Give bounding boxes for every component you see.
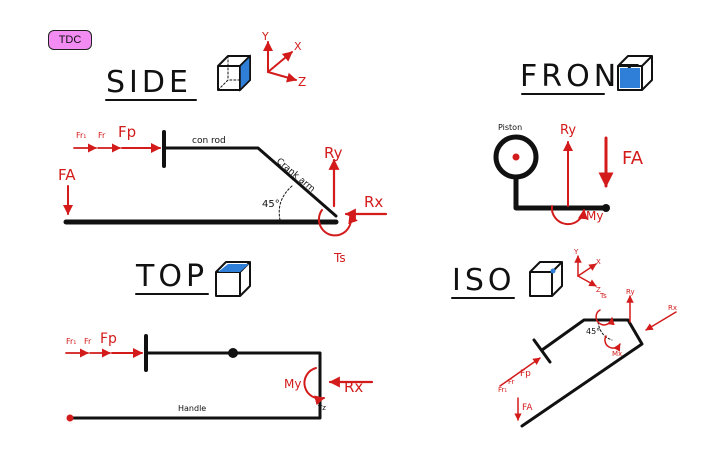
front-crank-end [602,204,610,212]
iso-axis-x-label: X [596,258,601,266]
iso-axis-z-label: Z [596,286,601,294]
front-moment-arc [550,205,588,226]
top-handle-end [66,414,74,422]
top-cube-icon [215,261,251,297]
top-my-label: My [284,377,301,391]
iso-rx-label: Rx [668,304,677,312]
side-axis-y-label: Y [261,30,269,43]
iso-angle-arc [597,321,613,341]
iso-moment-arc [604,335,621,352]
iso-fr1-label: Fr₁ [498,386,507,394]
iso-fp-label: Fp [520,369,531,379]
side-angle-label: 45° [262,199,280,210]
side-fr2-label: Fr [98,131,106,140]
side-angle-arc [278,185,293,221]
iso-linkage [520,318,644,428]
top-title: TOP [135,259,208,294]
side-fr1-label: Fr₁ [76,131,87,140]
top-fr1-label: Fr₁ [66,337,77,346]
iso-cube-icon [529,261,563,297]
side-axes-icon: Y X Z [261,30,306,89]
front-ry-label: Ry [560,123,576,138]
iso-mx-label: Mx [612,350,622,358]
iso-axes-icon: Y X Z [573,248,601,294]
front-my-label: My [586,209,603,223]
iso-fa-label: FA [522,403,533,413]
top-view: TOP Handle Fr₁ Fr Fp Rx My Tz [65,259,374,422]
front-piston-label: Piston [498,123,522,132]
side-axis-z-label: Z [298,75,306,89]
side-ts-label: Ts [333,251,346,265]
top-fr2-label: Fr [84,337,92,346]
front-fa-label: FA [622,148,644,169]
front-crank [513,174,609,211]
side-con-rod [162,146,338,218]
top-pin-joint [228,348,238,358]
side-fa-label: FA [58,166,76,184]
side-view: SIDE Y X Z con rod Crank arm 45° Fr₁ [58,30,388,265]
top-fp-label: Fp [100,331,117,347]
tdc-badge: TDC [48,30,92,50]
iso-ts-label: Ts [599,292,607,300]
side-con-rod-label: con rod [192,136,226,146]
iso-title: ISO [452,263,516,298]
top-handle-label: Handle [178,404,206,413]
iso-torque-arc [595,309,615,326]
iso-view: ISO Y X Z 45° Fr₁ Fr Fp FA Ry Rx Ts M [451,248,677,428]
side-title: SIDE [106,65,192,100]
iso-angle-label: 45° [586,327,600,336]
side-axis-x-label: X [294,40,302,53]
side-rx-label: Rx [364,193,383,211]
side-torque-arc [317,209,358,237]
front-piston-pin [512,153,520,161]
front-cube-icon [617,55,653,91]
iso-ry-label: Ry [626,288,635,296]
front-view: FRONT Piston Ry FA My [493,55,653,226]
iso-fr2-label: Fr [508,378,515,386]
side-crank-arm-label: Crank arm [274,157,317,195]
side-cube-icon [217,54,251,92]
side-fp-label: Fp [118,123,136,141]
side-ry-label: Ry [324,144,343,162]
top-moment-arc [303,367,325,406]
top-rx-label: Rx [344,378,363,396]
top-tz-label: Tz [317,404,326,412]
iso-piston-end [532,338,552,364]
iso-axis-y-label: Y [573,248,579,256]
